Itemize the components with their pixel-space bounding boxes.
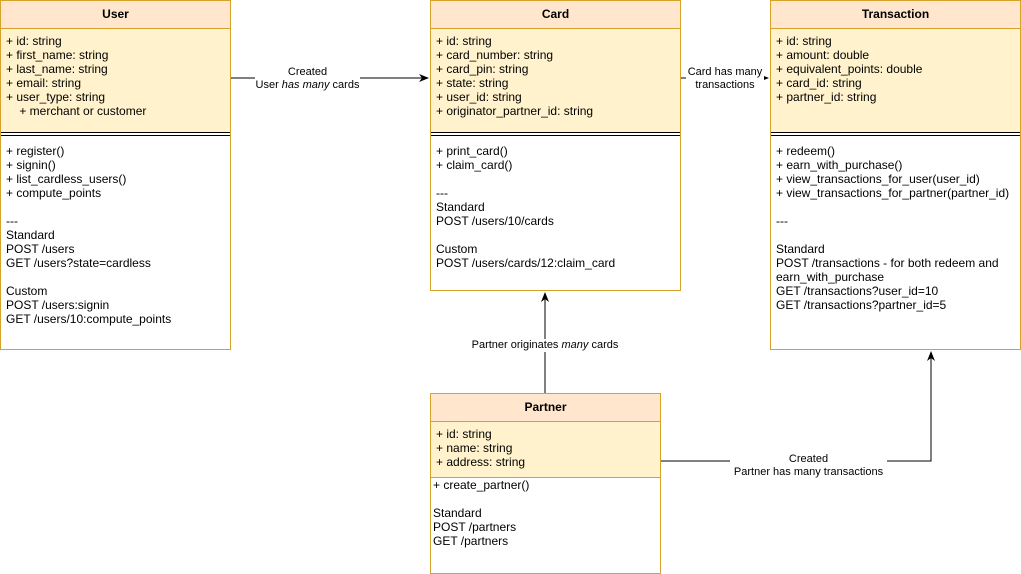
attribute: + card_id: string — [776, 76, 862, 90]
transaction-class: Transaction+ id: string+ amount: double+… — [770, 0, 1021, 350]
card-class-title: Card — [431, 1, 680, 29]
method-line — [776, 200, 1015, 214]
user-class: User+ id: string+ first_name: string+ la… — [0, 0, 231, 350]
method-line: + compute_points — [6, 186, 102, 200]
method-line: --- — [436, 186, 448, 200]
user-class-title: User — [1, 1, 230, 29]
label-emphasis: has many — [281, 79, 330, 91]
user-attributes: + id: string+ first_name: string+ last_n… — [1, 29, 230, 132]
transaction-attributes: + id: string+ amount: double+ equivalent… — [771, 29, 1020, 132]
method-line: + list_cardless_users() — [6, 172, 127, 186]
attribute: + originator_partner_id: string — [436, 104, 594, 118]
attribute: + name: string — [436, 441, 513, 455]
attribute: + merchant or customer — [6, 104, 147, 118]
divider — [771, 132, 1020, 136]
method-line: GET /transactions?partner_id=5 — [776, 298, 947, 312]
label-emphasis: many — [561, 339, 589, 351]
card-transaction-label: Card has many transactions — [686, 66, 764, 92]
method-line: Standard — [433, 506, 482, 520]
method-line: + earn_with_purchase() — [776, 158, 903, 172]
partner-class: Partner+ id: string+ name: string+ addre… — [430, 393, 661, 574]
attribute: + equivalent_points: double — [776, 62, 923, 76]
method-line: --- — [6, 214, 18, 228]
label-line-1: Created — [287, 66, 328, 78]
user-card-label: Created User has many cards — [255, 66, 360, 92]
card-attributes: + id: string+ card_number: string+ card_… — [431, 29, 680, 132]
method-line: POST /users/10/cards — [436, 214, 554, 228]
divider — [431, 132, 680, 136]
method-line: + register() — [6, 144, 65, 158]
label-text: cards — [329, 79, 360, 91]
attribute: + address: string — [436, 455, 526, 469]
method-line — [436, 228, 675, 242]
label-text: User — [255, 79, 282, 91]
transaction-class-title: Transaction — [771, 1, 1020, 29]
method-line: Standard — [6, 228, 55, 242]
method-line: POST /users:signin — [6, 298, 110, 312]
method-line — [776, 228, 1015, 242]
partner-class-title: Partner — [431, 394, 660, 422]
attribute: + card_pin: string — [436, 62, 529, 76]
method-line: + signin() — [6, 158, 56, 172]
card-class: Card+ id: string+ card_number: string+ c… — [430, 0, 681, 291]
label-line-2: User has many cards — [255, 79, 360, 92]
attribute: + id: string — [436, 427, 492, 441]
user-methods: + register()+ signin()+ list_cardless_us… — [1, 136, 230, 334]
method-line: earn_with_purchase — [776, 270, 885, 284]
method-line: Custom — [436, 242, 478, 256]
label-line-1: Card has many — [687, 66, 763, 78]
partner-card-label: Partner originates many cards — [470, 339, 620, 352]
method-line: + claim_card() — [436, 158, 513, 172]
method-line: + print_card() — [436, 144, 508, 158]
attribute: + partner_id: string — [776, 90, 877, 104]
method-line — [433, 492, 658, 506]
method-line: GET /partners — [433, 534, 509, 548]
label-line-2: Partner has many transactions — [733, 466, 884, 478]
attribute: + first_name: string — [6, 48, 109, 62]
attribute: + card_number: string — [436, 48, 554, 62]
divider — [1, 132, 230, 136]
attribute: + state: string — [436, 76, 509, 90]
attribute: + id: string — [776, 34, 832, 48]
method-line: GET /transactions?user_id=10 — [776, 284, 939, 298]
method-line: Standard — [776, 242, 825, 256]
label-text: cards — [588, 339, 619, 351]
method-line: + view_transactions_for_user(user_id) — [776, 172, 980, 186]
method-line: --- — [776, 214, 788, 228]
label-line-1: Created — [788, 453, 829, 465]
attribute: + email: string — [6, 76, 82, 90]
method-line: POST /users/cards/12:claim_card — [436, 256, 616, 270]
method-line: + create_partner() — [433, 478, 530, 492]
label-line-2: transactions — [695, 79, 755, 91]
attribute: + user_type: string — [6, 90, 106, 104]
partner-transaction-label: Created Partner has many transactions — [730, 453, 887, 479]
method-line: POST /partners — [433, 520, 517, 534]
label-text: Partner originates — [471, 339, 562, 351]
method-line: Custom — [6, 284, 48, 298]
attribute: + id: string — [436, 34, 492, 48]
method-line — [6, 270, 225, 284]
attribute: + user_id: string — [436, 90, 522, 104]
transaction-methods: + redeem()+ earn_with_purchase()+ view_t… — [771, 136, 1020, 320]
method-line: GET /users?state=cardless — [6, 256, 151, 270]
method-line: GET /users/10:compute_points — [6, 312, 172, 326]
partner-transaction-arrow — [661, 351, 935, 462]
method-line: + view_transactions_for_partner(partner_… — [776, 186, 1010, 200]
partner-attributes: + id: string+ name: string+ address: str… — [431, 422, 660, 478]
method-line: Standard — [436, 200, 485, 214]
method-line: POST /transactions - for both redeem and — [776, 256, 999, 270]
method-line: POST /users — [6, 242, 75, 256]
attribute: + amount: double — [776, 48, 870, 62]
method-line: + redeem() — [776, 144, 836, 158]
method-line — [6, 200, 225, 214]
method-line — [436, 172, 675, 186]
attribute: + id: string — [6, 34, 62, 48]
attribute: + last_name: string — [6, 62, 108, 76]
